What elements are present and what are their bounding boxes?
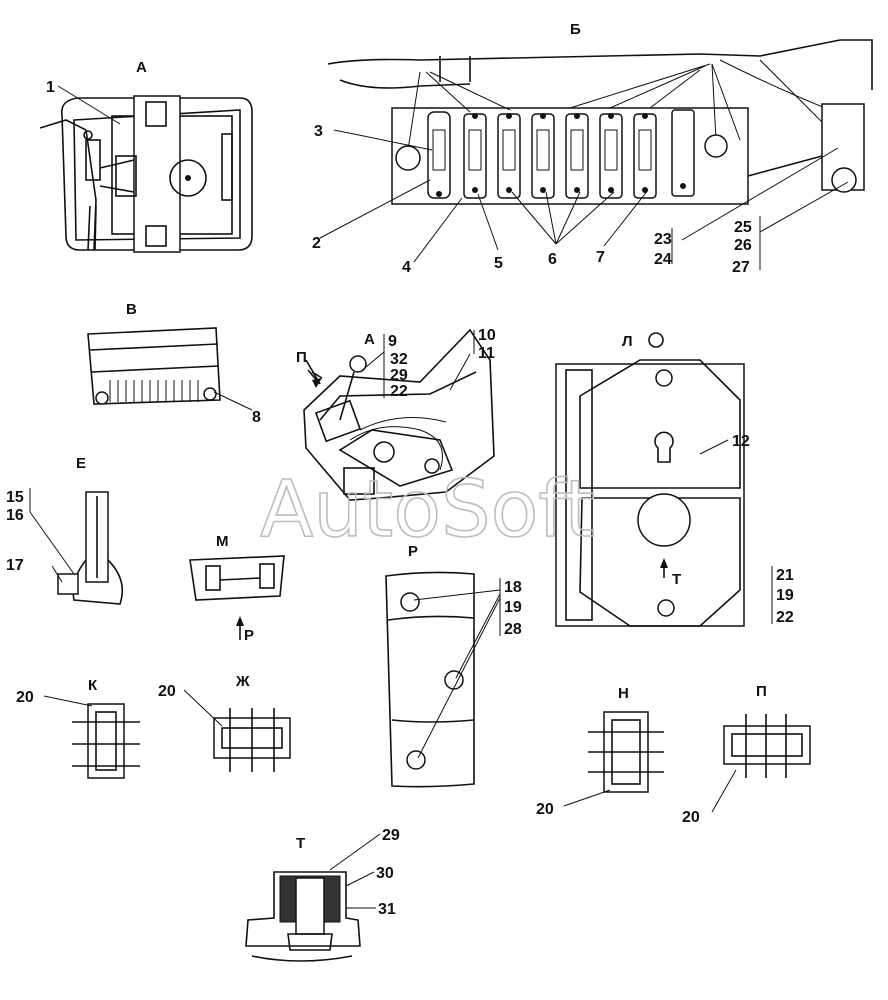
callout-10: 10: [478, 327, 496, 344]
view-label-p: П: [756, 683, 767, 700]
view-label-e: Е: [76, 455, 86, 472]
callout-25: 25: [734, 219, 752, 236]
callout-2: 2: [312, 235, 321, 252]
callout-29-a: 29: [390, 367, 408, 384]
view-label-r: Р: [408, 543, 418, 560]
callout-26: 26: [734, 237, 752, 254]
callout-1: 1: [46, 79, 55, 96]
callout-20-n: 20: [536, 801, 554, 818]
view-label-r-arrow: Р: [244, 627, 254, 644]
callout-22-a: 22: [390, 383, 408, 400]
callout-15: 15: [6, 489, 24, 506]
callout-5: 5: [494, 255, 503, 272]
view-b-drawing: [327, 39, 873, 205]
callout-19-r: 19: [504, 599, 522, 616]
view-m-drawing: [189, 555, 285, 640]
view-label-b: Б: [570, 21, 581, 38]
view-t-drawing: [245, 871, 361, 962]
connector-k-drawing: [72, 703, 140, 779]
callout-31: 31: [378, 901, 396, 918]
callout-3: 3: [314, 123, 323, 140]
connector-n-drawing: [588, 711, 664, 793]
callout-19-l: 19: [776, 587, 794, 604]
callout-28: 28: [504, 621, 522, 638]
callout-27: 27: [732, 259, 750, 276]
callout-20-zh: 20: [158, 683, 176, 700]
callout-23: 23: [654, 231, 672, 248]
view-label-t: Т: [296, 835, 305, 852]
view-label-n: Н: [618, 685, 629, 702]
callout-8: 8: [252, 409, 261, 426]
view-label-l: Л: [622, 333, 633, 350]
view-label-t-arrow: Т: [672, 571, 681, 588]
view-a-drawing: [39, 95, 253, 253]
view-r-drawing: [385, 571, 475, 788]
callout-numbers: 1 2 3 4 5 6 7 8 9 10 11 12 15 16 17 18 1…: [6, 79, 794, 918]
view-label-a: А: [136, 59, 147, 76]
connector-p-drawing: [723, 714, 811, 778]
view-e-drawing: [57, 491, 124, 605]
watermark: AutoSoft: [260, 465, 595, 555]
view-label-zh: Ж: [235, 673, 250, 690]
callout-18: 18: [504, 579, 522, 596]
callout-12: 12: [732, 433, 750, 450]
callout-9: 9: [388, 333, 397, 350]
view-label-a-detail: А: [364, 331, 375, 348]
view-label-m: М: [216, 533, 229, 550]
callout-24: 24: [654, 251, 672, 268]
callout-20-p: 20: [682, 809, 700, 826]
callout-16: 16: [6, 507, 24, 524]
callout-17: 17: [6, 557, 24, 574]
callout-6: 6: [548, 251, 557, 268]
connector-zh-drawing: [213, 708, 291, 772]
view-label-v: В: [126, 301, 137, 318]
callout-32: 32: [390, 351, 408, 368]
callout-21: 21: [776, 567, 794, 584]
view-label-p-arrow: П: [296, 349, 307, 366]
callout-4: 4: [402, 259, 411, 276]
leader-lines: [29, 85, 849, 909]
view-v-drawing: [87, 327, 221, 405]
callout-11: 11: [478, 345, 495, 362]
view-letters: А Б В А П Л Е М Р Р Т К Ж Н П Т: [76, 21, 767, 852]
view-label-k: К: [88, 677, 98, 694]
callout-29-t: 29: [382, 827, 400, 844]
view-l-drawing: [555, 332, 745, 627]
center-detail-drawing: [303, 328, 495, 501]
callout-20-k: 20: [16, 689, 34, 706]
callout-22-l: 22: [776, 609, 794, 626]
callout-7: 7: [596, 249, 605, 266]
callout-30: 30: [376, 865, 394, 882]
